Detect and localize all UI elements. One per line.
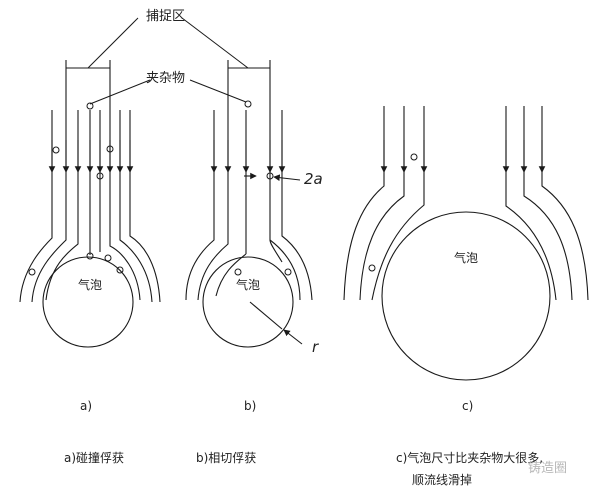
panel-b-inclusions xyxy=(234,100,292,276)
panel-c xyxy=(343,106,589,381)
label-dim-2a: 2a xyxy=(304,170,323,188)
panel-a-inclusions xyxy=(28,102,124,276)
label-bubble-b: 气泡 xyxy=(236,277,260,292)
panel-b xyxy=(185,60,313,348)
label-bubble-c: 气泡 xyxy=(454,250,478,265)
panel-a-flow-arrows xyxy=(48,140,134,173)
caption-b: b)相切俘获 xyxy=(196,451,256,465)
label-dim-r: r xyxy=(312,338,319,356)
label-sub-a: a) xyxy=(80,399,92,413)
label-sub-c: c) xyxy=(462,399,473,413)
panel-c-flow-arrows xyxy=(380,140,546,173)
panel-a-bubble xyxy=(42,256,134,348)
label-inclusion: 夹杂物 xyxy=(146,71,185,86)
caption-c-line2: 顺流线滑掉 xyxy=(412,473,472,487)
panel-b-streamlines xyxy=(185,110,313,301)
panel-a xyxy=(19,60,161,348)
caption-a: a)碰撞俘获 xyxy=(64,450,124,465)
caption-c-line1: c)气泡尺寸比夹杂物大很多, xyxy=(396,450,543,465)
label-capture-zone: 捕捉区 xyxy=(146,8,185,24)
panel-b-bubble xyxy=(202,256,294,348)
leader-lines xyxy=(87,17,249,105)
panel-a-streamlines xyxy=(19,110,161,303)
panel-b-dimension-2a xyxy=(244,172,301,181)
panel-b-dimension-r xyxy=(249,301,303,345)
panel-c-streamlines xyxy=(343,106,589,301)
panel-c-inclusions xyxy=(368,153,418,272)
panel-b-flow-arrows xyxy=(210,140,286,173)
label-bubble-a: 气泡 xyxy=(78,277,102,292)
label-sub-b: b) xyxy=(244,399,256,413)
watermark: 铸造圈 xyxy=(528,460,567,476)
panel-c-bubble xyxy=(381,211,551,381)
panel-b-capture-zone xyxy=(227,60,271,110)
